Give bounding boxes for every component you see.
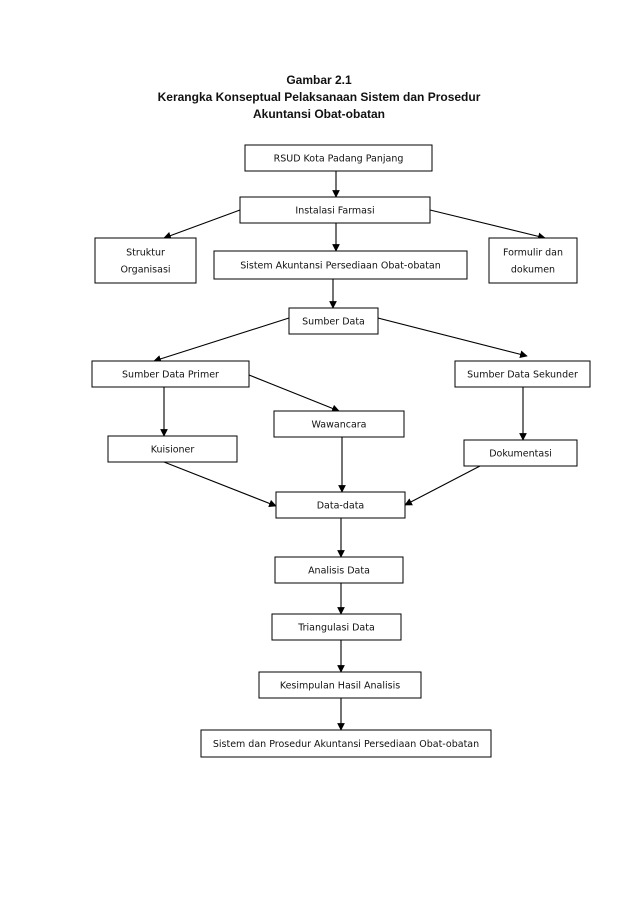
node-box [213, 250, 468, 280]
node-label: Kesimpulan Hasil Analisis [280, 681, 400, 692]
node-kesimpulan: Kesimpulan Hasil Analisis [258, 671, 422, 699]
node-sistem-akuntansi: Sistem Akuntansi Persediaan Obat-obatan [213, 250, 468, 280]
node-box [91, 360, 250, 388]
arrow-instalasi-to-struktur [163, 209, 241, 240]
node-label: Kuisioner [151, 445, 195, 456]
node-label: Sistem Akuntansi Persediaan Obat-obatan [240, 261, 441, 272]
node-label: Data-data [317, 501, 365, 512]
node-data-data: Data-data [275, 491, 406, 519]
arrow-primer-to-wawancara [248, 374, 340, 413]
node-box [107, 435, 238, 463]
node-kuisioner: Kuisioner [107, 435, 238, 463]
node-label: Triangulasi Data [297, 623, 375, 634]
arrow-sumber-data-to-primer [153, 317, 290, 363]
node-box [488, 237, 578, 284]
node-label: Sistem dan Prosedur Akuntansi Persediaan… [213, 739, 479, 750]
node-box [454, 360, 591, 388]
node-box [463, 439, 578, 467]
node-instalasi: Instalasi Farmasi [239, 196, 431, 224]
arrow-instalasi-to-formulir [429, 209, 546, 241]
figure-title-line-1: Kerangka Konseptual Pelaksanaan Sistem d… [157, 90, 481, 104]
node-label: Sumber Data Sekunder [467, 370, 578, 381]
node-label: RSUD Kota Padang Panjang [274, 154, 404, 165]
node-primer: Sumber Data Primer [91, 360, 250, 388]
node-box [244, 144, 433, 172]
node-label: Wawancara [312, 420, 367, 431]
node-sistem-prosedur: Sistem dan Prosedur Akuntansi Persediaan… [200, 729, 492, 758]
node-triangulasi: Triangulasi Data [271, 613, 402, 641]
node-box [274, 556, 404, 584]
arrow-sumber-data-to-sekunder [377, 317, 528, 359]
node-analisis: Analisis Data [274, 556, 404, 584]
node-wawancara: Wawancara [273, 410, 405, 438]
figure-number: Gambar 2.1 [286, 73, 352, 87]
node-dokumentasi: Dokumentasi [463, 439, 578, 467]
node-box [271, 613, 402, 641]
node-label: Analisis Data [308, 566, 370, 577]
node-box [275, 491, 406, 519]
arrow-kuisioner-to-data-data [163, 461, 277, 508]
node-box [273, 410, 405, 438]
node-box [200, 729, 492, 758]
node-box [288, 307, 379, 335]
node-box [239, 196, 431, 224]
node-label: Dokumentasi [489, 449, 552, 460]
node-label: dokumen [511, 265, 555, 276]
node-box [258, 671, 422, 699]
node-rsud: RSUD Kota Padang Panjang [244, 144, 433, 172]
node-label: Sumber Data Primer [122, 370, 219, 381]
node-label: Sumber Data [302, 317, 365, 328]
node-box [94, 237, 197, 284]
node-sumber-data: Sumber Data [288, 307, 379, 335]
figure-title-line-2: Akuntansi Obat-obatan [252, 107, 385, 121]
node-label: Organisasi [120, 265, 170, 276]
arrow-dokumentasi-to-data-data [404, 465, 481, 506]
node-formulir: Formulir dan dokumen [488, 237, 578, 284]
node-label: Instalasi Farmasi [295, 206, 374, 217]
node-sekunder: Sumber Data Sekunder [454, 360, 591, 388]
node-label: Struktur [126, 248, 165, 259]
node-label: Formulir dan [503, 248, 563, 259]
